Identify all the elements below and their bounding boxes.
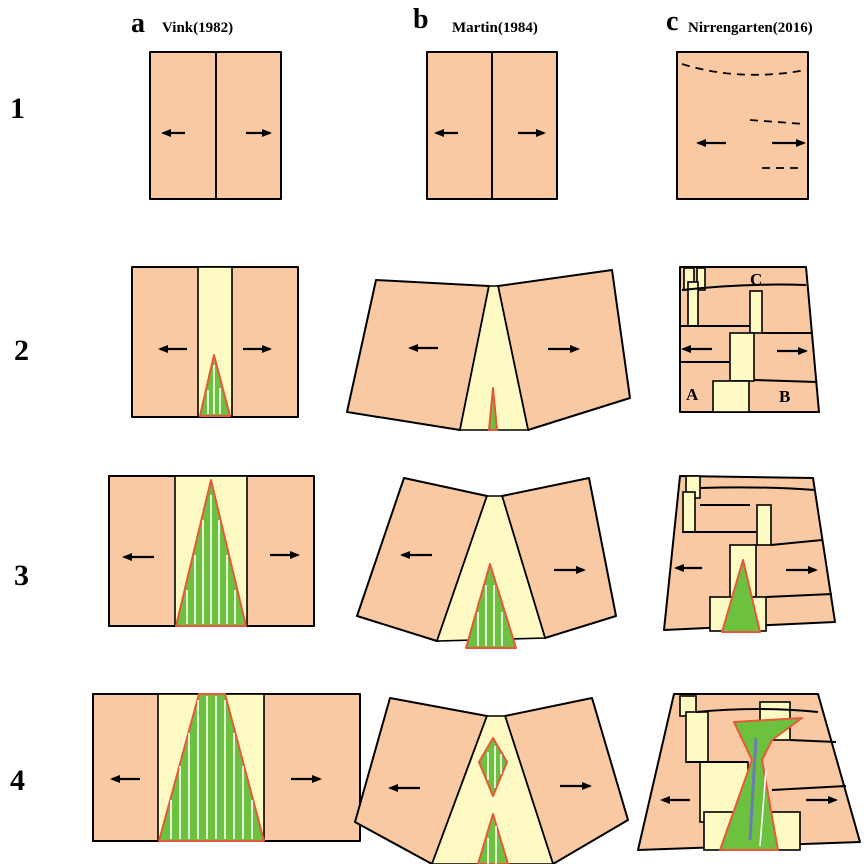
row-number-4: 4	[10, 764, 25, 797]
column-header-a: a Vink(1982)	[131, 8, 233, 39]
panel-a1	[149, 51, 282, 200]
block-label-b: B	[779, 387, 790, 406]
row-number-1: 1	[10, 92, 25, 125]
column-letter-a: a	[131, 8, 145, 39]
panel-b3	[356, 477, 617, 649]
column-reference-c: Nirrengarten(2016)	[688, 20, 813, 36]
column-letter-b: b	[413, 4, 429, 35]
panel-a3	[108, 475, 315, 627]
column-letter-c: c	[666, 6, 678, 37]
panel-a2	[131, 266, 299, 418]
panel-b1	[426, 51, 558, 200]
column-header-c: c Nirrengarten(2016)	[666, 6, 813, 37]
panel-c4	[637, 693, 861, 851]
panel-a4	[92, 693, 361, 842]
column-reference-b: Martin(1984)	[452, 20, 538, 36]
row-number-3: 3	[14, 559, 29, 592]
row-number-2: 2	[14, 334, 29, 367]
block-label-c: C	[750, 270, 762, 289]
block-label-a: A	[686, 385, 699, 404]
panel-b4	[354, 697, 629, 864]
panel-c2: A B C	[679, 266, 820, 413]
panel-c3	[663, 475, 836, 633]
column-reference-a: Vink(1982)	[162, 20, 233, 36]
panel-b2	[346, 269, 631, 431]
panel-c1	[676, 51, 809, 200]
column-header-b: b Martin(1984)	[413, 4, 538, 36]
